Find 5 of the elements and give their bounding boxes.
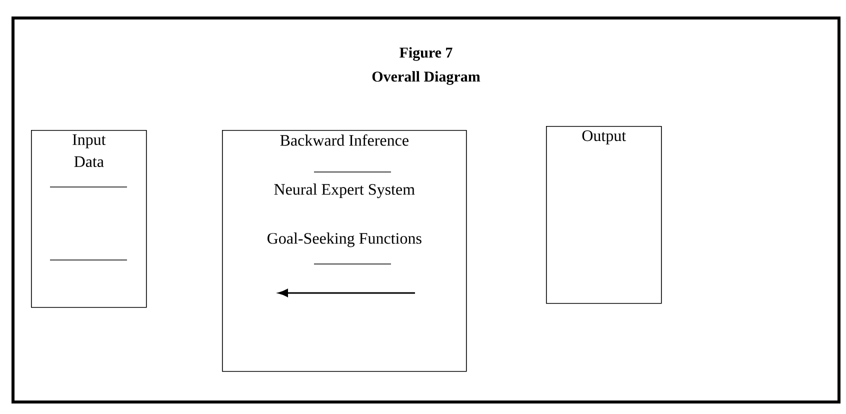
title: Overall Diagram	[372, 71, 480, 85]
process-box: Backward Inference Neural Expert System Goal-Seeking Functions	[222, 130, 467, 372]
figure-number: Figure 7	[400, 47, 452, 61]
process-box: Input Data	[31, 130, 147, 308]
process-box: Output	[546, 126, 662, 304]
